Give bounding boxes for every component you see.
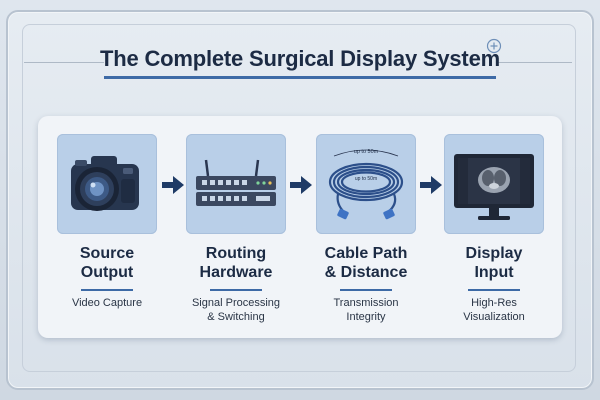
stage-rule (340, 289, 392, 291)
inner-frame (22, 24, 576, 372)
stage-desc-routing-hardware: Signal Processing& Switching (191, 297, 281, 323)
monitor-icon (454, 154, 534, 220)
stage-rule (468, 289, 520, 291)
title-rule-right (496, 62, 572, 63)
router-icon (196, 159, 276, 206)
routing-hardware-tile (186, 134, 286, 234)
cable-label-outer: up to 50m (354, 149, 379, 155)
stage-rule (81, 289, 133, 291)
display-input-tile (444, 134, 544, 234)
cable-path-tile: up to 50m up to 50m (316, 134, 416, 234)
source-output-tile (57, 134, 157, 234)
stage-rule (210, 289, 262, 291)
page-title: The Complete Surgical Display System (100, 46, 500, 71)
cable-label-inner: up to 50m (355, 176, 377, 182)
cable-icon: up to 50m up to 50m (328, 149, 404, 220)
stage-desc-source-output: Video Capture (71, 297, 143, 309)
camera-icon (71, 156, 139, 211)
title-underline (104, 76, 496, 79)
stage-title-cable-path: Cable Path& Distance (324, 245, 408, 281)
title-rule-left (24, 62, 104, 63)
flow-arrow-icon (420, 176, 442, 194)
plus-circle-icon (486, 38, 502, 54)
flow-arrow-icon (162, 176, 184, 194)
flow-arrow-icon (290, 176, 312, 194)
